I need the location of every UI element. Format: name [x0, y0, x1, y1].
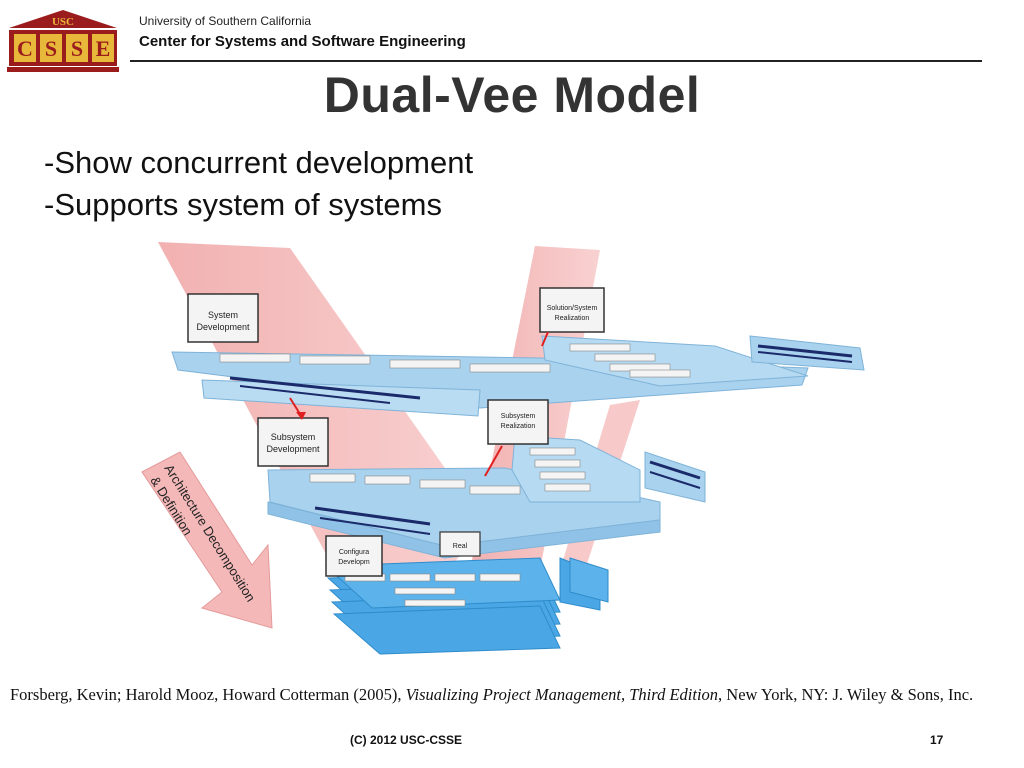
box-subsystem-realization-line2: Realization: [501, 423, 536, 430]
box-realization-partial: Real: [453, 543, 468, 550]
decomposition-label-1: Architecture Decomposition: [161, 462, 258, 605]
citation: Forsberg, Kevin; Harold Mooz, Howard Cot…: [10, 683, 1010, 706]
bullet-concurrent-development: -Show concurrent development: [44, 145, 474, 180]
box-config-development-line1: Configura: [339, 549, 369, 556]
citation-publisher: , New York, NY: J. Wiley & Sons, Inc.: [718, 685, 974, 704]
box-subsystem-development-line2: Development: [266, 444, 320, 454]
box-config-development-line2: Developm: [338, 559, 370, 566]
box-subsystem-realization-line1: Subsystem: [501, 413, 536, 420]
configuration-stack: [324, 557, 609, 655]
university-name: University of Southern California: [139, 14, 312, 28]
system-tab-far-right: [749, 335, 865, 371]
dual-vee-diagram: Architecture Decomposition & Definition …: [141, 242, 865, 655]
box-system-development-line1: System: [208, 310, 238, 320]
logo-letter-e: E: [96, 36, 111, 61]
logo-letter-s1: S: [45, 36, 57, 61]
header-divider: [130, 60, 982, 62]
citation-book-title: Visualizing Project Management, Third Ed…: [405, 685, 719, 704]
footer-copyright: (C) 2012 USC-CSSE: [350, 733, 463, 747]
box-system-development-line2: Development: [196, 322, 250, 332]
decomposition-arrow: [141, 451, 273, 629]
box-solution-realization-line1: Solution/System: [547, 305, 598, 312]
center-name: Center for Systems and Software Engineer…: [139, 33, 466, 50]
page-number: 17: [930, 733, 944, 747]
box-subsystem-development-line1: Subsystem: [271, 432, 316, 442]
logo-top-text: USC: [52, 16, 74, 28]
citation-authors: Forsberg, Kevin; Harold Mooz, Howard Cot…: [10, 685, 406, 704]
slide-title: Dual-Vee Model: [323, 67, 701, 123]
box-solution-realization-line2: Realization: [555, 315, 590, 322]
usc-csse-logo: USC C S S E: [7, 10, 119, 72]
logo-letter-s2: S: [71, 36, 83, 61]
bullet-system-of-systems: -Supports system of systems: [44, 187, 442, 222]
logo-letter-c: C: [17, 36, 33, 61]
